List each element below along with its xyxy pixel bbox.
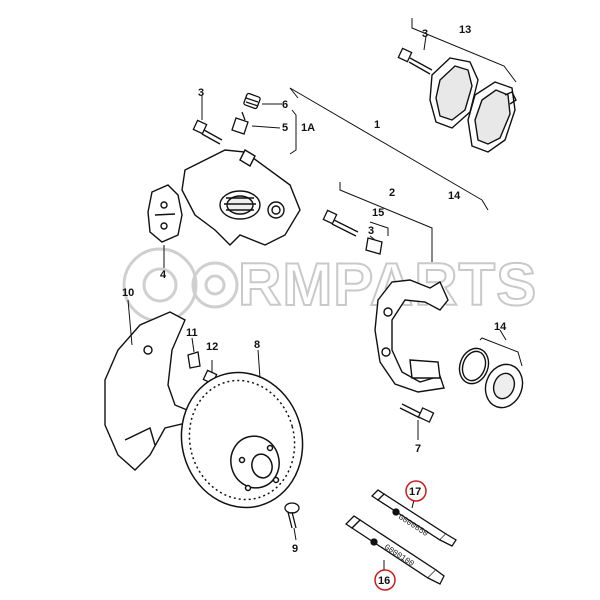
carrier-plate: [147, 184, 183, 243]
grease-tube-lower: [344, 515, 445, 585]
callout-14-top: 14: [448, 190, 461, 202]
brake-disc: [180, 371, 304, 509]
watermark-gear-icon: [122, 247, 239, 323]
leader-lines: [127, 18, 523, 570]
splash-shield: [104, 311, 193, 471]
callout-1: 1: [374, 119, 380, 131]
grease-tube-upper: [370, 489, 457, 547]
guide-bolt: [322, 209, 383, 255]
callout-14-right: 14: [494, 321, 507, 333]
disc-screw-9: [284, 502, 300, 529]
callout-11: 11: [186, 327, 198, 339]
callout-12: 12: [206, 341, 218, 353]
highlight-16: [374, 569, 396, 591]
callout-16: 16: [378, 575, 390, 587]
caliper-bolt-3: [192, 119, 223, 145]
callout-3-pad: 3: [422, 28, 428, 40]
watermark: RMPARTS: [122, 247, 537, 323]
highlight-circles: [374, 480, 427, 591]
seal-ring: [458, 347, 490, 385]
callout-6: 6: [282, 99, 288, 111]
callout-labels: 13 3 3 6 5 1A 1 14 2 15 3 4 10 11 12 8 1…: [122, 24, 507, 587]
callout-15: 15: [372, 207, 384, 219]
callout-13: 13: [459, 24, 471, 36]
callout-9: 9: [292, 543, 298, 555]
callout-3-guide: 3: [368, 225, 374, 237]
callout-8: 8: [254, 339, 260, 351]
callout-3-caliper: 3: [198, 87, 204, 99]
bleed-screw: [231, 92, 261, 135]
bracket-bolt-7: [399, 403, 435, 423]
callout-7: 7: [415, 443, 421, 455]
callout-17: 17: [409, 486, 421, 498]
highlight-17: [405, 480, 427, 502]
pad-bolt-3: [397, 47, 433, 75]
caliper: [181, 149, 301, 246]
callout-10: 10: [122, 287, 134, 299]
callout-5: 5: [282, 122, 288, 134]
callout-1A: 1A: [301, 122, 315, 134]
carrier-bracket: [374, 279, 449, 393]
wheel-bearing: [484, 363, 524, 409]
callout-4: 4: [160, 269, 167, 281]
shield-washer-11: [187, 351, 201, 369]
callout-2: 2: [389, 187, 395, 199]
brake-pads: [429, 57, 517, 153]
